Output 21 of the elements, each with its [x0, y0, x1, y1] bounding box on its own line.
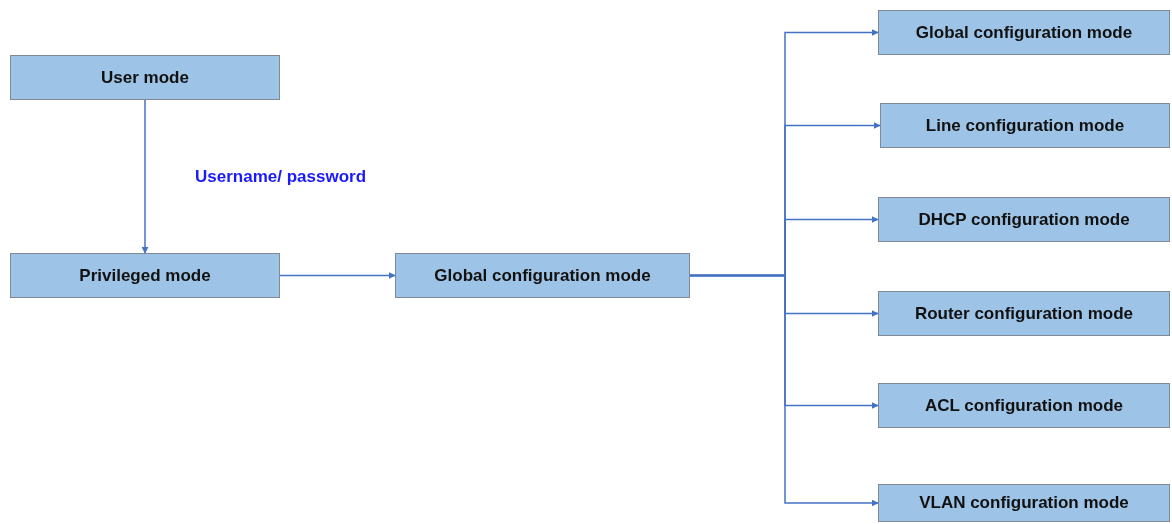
mode-label: Line configuration mode [925, 115, 1125, 136]
arrow [689, 274, 879, 507]
arrow [279, 272, 396, 279]
mode-label: Privileged mode [79, 265, 211, 286]
arrow [141, 99, 149, 254]
mode-label: Router configuration mode [914, 303, 1134, 324]
mode-box [878, 10, 1170, 55]
mode-box [880, 103, 1170, 148]
mode-box [10, 253, 280, 298]
mode-box [878, 383, 1170, 428]
mode-label: User mode [101, 67, 189, 88]
mode-label: ACL configuration mode [925, 395, 1123, 416]
mode-label: Global configuration mode [915, 22, 1133, 43]
mode-label: Global configuration mode [434, 265, 651, 286]
mode-box [395, 253, 690, 298]
mode-box [878, 197, 1170, 242]
mode-label: VLAN configuration mode [919, 493, 1129, 513]
mode-box [878, 484, 1170, 522]
mode-box [878, 291, 1170, 336]
mode-label: DHCP configuration mode [918, 209, 1130, 230]
mode-box [10, 55, 280, 100]
